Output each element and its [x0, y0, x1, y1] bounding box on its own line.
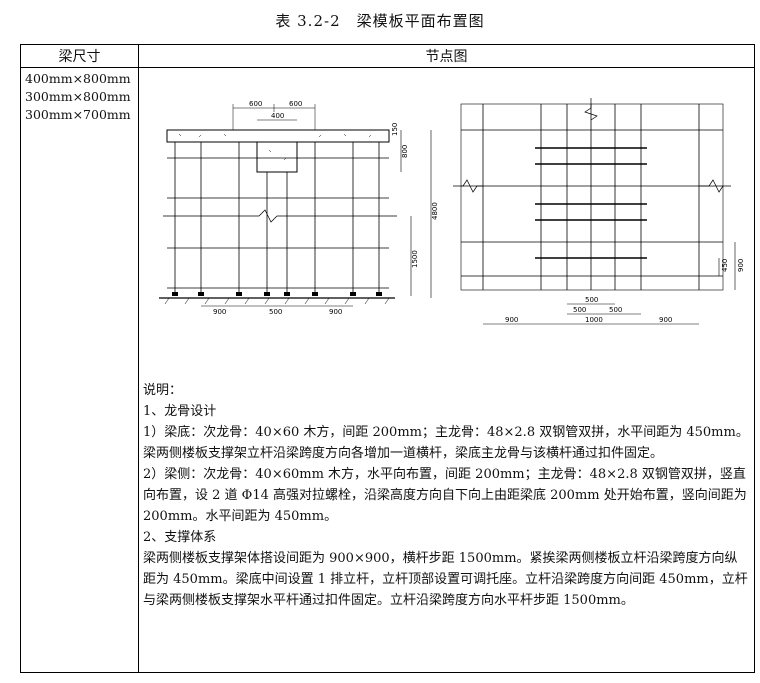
- dim-4800: 4800: [431, 202, 439, 220]
- notes-item-1-1: 1）梁底：次龙骨：40×60 木方，间距 200mm；主龙骨：48×2.8 双钢…: [143, 425, 749, 461]
- notes-section-1: 1、龙骨设计: [143, 404, 217, 419]
- node-figure: 600 600 400 150 800 4800 1500 900 500 90…: [139, 68, 754, 380]
- table-caption: 表 3.2-2 梁模板平面布置图: [275, 12, 485, 30]
- plan-view: [453, 98, 736, 325]
- notes-block: 说明： 1、龙骨设计 1）梁底：次龙骨：40×60 木方，间距 200mm；主龙…: [139, 380, 754, 611]
- dim-800: 800: [401, 145, 409, 158]
- dim-r-450: 450: [721, 259, 729, 272]
- notes-heading: 说明：: [143, 383, 183, 398]
- beam-size-1: 400mm×800mm: [25, 71, 131, 86]
- dim-r-900: 900: [737, 259, 745, 272]
- dim-1500: 1500: [411, 250, 419, 268]
- notes-section-2: 2、支撑体系: [143, 530, 217, 545]
- right-dimension-labels: 900 450 500 500 500 900 1000 900: [505, 259, 745, 324]
- notes-item-1-2: 2）梁侧：次龙骨：40×60mm 木方，水平向布置，间距 200mm；主龙骨：4…: [143, 467, 747, 524]
- dim-600b: 600: [289, 100, 302, 108]
- beam-size-3: 300mm×700mm: [25, 107, 131, 122]
- dim-r-1000: 1000: [585, 316, 603, 324]
- dim-r-900b: 900: [659, 316, 672, 324]
- beam-size-2: 300mm×800mm: [25, 89, 131, 104]
- dim-900b: 900: [329, 308, 342, 316]
- beam-size-list: 400mm×800mm 300mm×800mm 300mm×700mm: [21, 68, 138, 124]
- header-node-diagram: 节点图: [138, 44, 755, 68]
- dim-r-500b: 500: [573, 306, 586, 314]
- dim-600a: 600: [249, 100, 262, 108]
- layout-table: 梁尺寸 节点图 400mm×800mm 300mm×800mm 300mm×70…: [20, 44, 755, 673]
- formwork-drawing: 600 600 400 150 800 4800 1500 900 500 90…: [159, 98, 745, 325]
- dim-500: 500: [269, 308, 282, 316]
- header-beam-size: 梁尺寸: [20, 44, 139, 68]
- content-row: 400mm×800mm 300mm×800mm 300mm×700mm: [20, 67, 755, 673]
- header-row: 梁尺寸 节点图: [20, 44, 755, 68]
- dim-r-500a: 500: [585, 296, 598, 304]
- beam-size-cell: 400mm×800mm 300mm×800mm 300mm×700mm: [20, 67, 139, 673]
- section-elevation: [159, 104, 432, 307]
- notes-item-2: 梁两侧楼板支撑架体搭设间距为 900×900，横杆步距 1500mm。紧挨梁两侧…: [143, 551, 748, 608]
- left-dimension-labels: 600 600 400 150 800 4800 1500 900 500 90…: [213, 100, 439, 316]
- dim-r-500c: 500: [609, 306, 622, 314]
- diagram-cell: 600 600 400 150 800 4800 1500 900 500 90…: [138, 67, 755, 673]
- dim-900a: 900: [213, 308, 226, 316]
- dim-150: 150: [391, 123, 399, 136]
- dim-400: 400: [271, 112, 284, 120]
- dim-r-900a: 900: [505, 316, 518, 324]
